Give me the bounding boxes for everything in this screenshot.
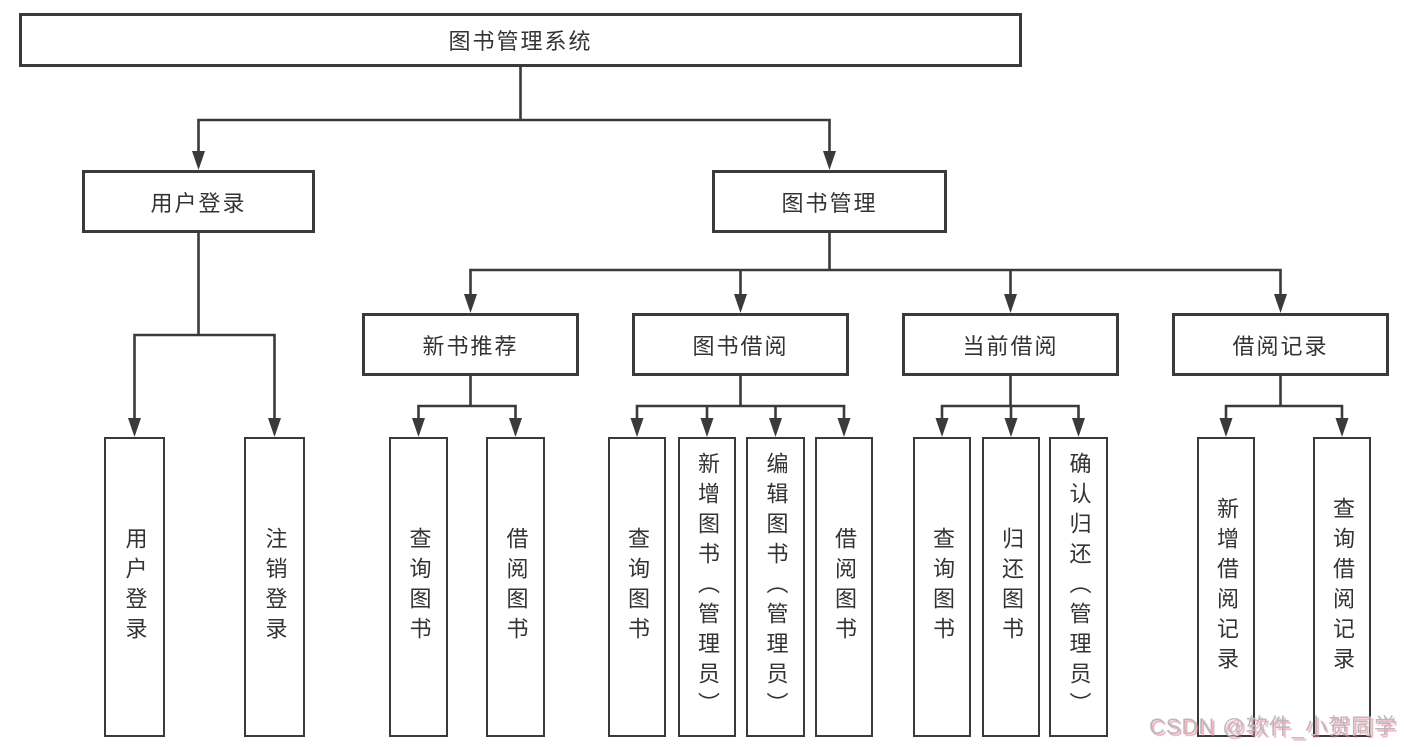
node-book-management: 图书管理 <box>712 170 947 233</box>
leaf-borrowing-query-books-label: 查询图书 <box>625 527 650 647</box>
node-user-login-branch-label: 用户登录 <box>150 190 247 216</box>
leaf-confirm-return-admin: 确认归还（管理员） <box>1049 437 1108 737</box>
leaf-query-borrow-record-label: 查询借阅记录 <box>1330 497 1355 677</box>
leaf-confirm-return-admin-label: 确认归还（管理员） <box>1066 452 1092 722</box>
node-current-borrowing-label: 当前借阅 <box>962 333 1059 359</box>
leaf-borrowing-borrow-books: 借阅图书 <box>815 437 873 737</box>
node-book-borrowing-label: 图书借阅 <box>692 333 789 359</box>
node-book-management-label: 图书管理 <box>781 190 878 216</box>
node-new-book-recommend: 新书推荐 <box>362 313 579 376</box>
leaf-edit-books-admin: 编辑图书（管理员） <box>746 437 805 737</box>
leaf-logout: 注销登录 <box>244 437 305 737</box>
node-library-system-label: 图书管理系统 <box>448 29 593 54</box>
node-library-system: 图书管理系统 <box>19 13 1022 67</box>
node-current-borrowing: 当前借阅 <box>902 313 1119 376</box>
leaf-recommend-query-books: 查询图书 <box>389 437 448 737</box>
leaf-return-books: 归还图书 <box>982 437 1040 737</box>
leaf-add-books-admin-label: 新增图书（管理员） <box>695 452 720 722</box>
leaf-current-query-books: 查询图书 <box>913 437 971 737</box>
leaf-add-borrow-record: 新增借阅记录 <box>1197 437 1255 737</box>
leaf-query-borrow-record: 查询借阅记录 <box>1313 437 1371 737</box>
leaf-logout-label: 注销登录 <box>262 527 288 647</box>
leaf-recommend-borrow-books: 借阅图书 <box>486 437 545 737</box>
leaf-edit-books-admin-label: 编辑图书（管理员） <box>763 452 789 722</box>
leaf-add-borrow-record-label: 新增借阅记录 <box>1214 497 1239 677</box>
leaf-borrowing-query-books: 查询图书 <box>608 437 666 737</box>
node-book-borrowing: 图书借阅 <box>632 313 849 376</box>
node-borrow-records: 借阅记录 <box>1172 313 1389 376</box>
leaf-user-login-label: 用户登录 <box>122 527 148 647</box>
leaf-borrowing-borrow-books-label: 借阅图书 <box>832 527 857 647</box>
node-user-login-branch: 用户登录 <box>82 170 315 233</box>
leaf-recommend-borrow-books-label: 借阅图书 <box>503 527 529 647</box>
csdn-watermark: CSDN @软件_小贺同学 <box>1148 714 1397 739</box>
node-new-book-recommend-label: 新书推荐 <box>422 333 519 359</box>
leaf-current-query-books-label: 查询图书 <box>930 527 955 647</box>
leaf-recommend-query-books-label: 查询图书 <box>406 527 432 647</box>
leaf-user-login: 用户登录 <box>104 437 165 737</box>
leaf-add-books-admin: 新增图书（管理员） <box>678 437 736 737</box>
node-borrow-records-label: 借阅记录 <box>1232 333 1329 359</box>
leaf-return-books-label: 归还图书 <box>999 527 1024 647</box>
